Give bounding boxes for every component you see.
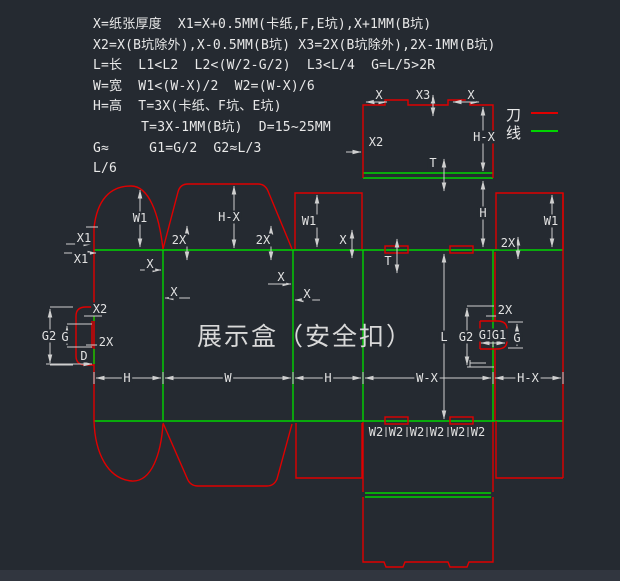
svg-text:W2: W2 [389,425,403,439]
svg-text:X: X [339,233,347,247]
svg-text:H: H [123,371,130,385]
svg-text:2X: 2X [99,335,114,349]
formula-block: X=纸张厚度 X1=X+0.5MM(卡纸,F,E坑),X+1MM(B坑) X2=… [93,17,496,177]
svg-text:W2: W2 [471,425,485,439]
legend-crease-label: 线 [506,124,522,142]
dimension-lines [46,94,564,437]
svg-text:W-X: W-X [416,371,438,385]
svg-text:W2: W2 [430,425,444,439]
svg-text:T: T [384,254,391,268]
svg-text:2X: 2X [172,233,187,247]
svg-text:T: T [429,156,436,170]
svg-text:D: D [80,349,87,363]
svg-text:2X: 2X [256,233,271,247]
svg-text:G2: G2 [459,330,473,344]
svg-text:G1: G1 [479,328,493,342]
svg-text:X: X [375,88,383,102]
svg-text:X: X [467,88,475,102]
svg-text:W: W [224,371,232,385]
svg-text:G1: G1 [492,328,506,342]
knife-line-sample [531,112,558,114]
svg-text:H: H [324,371,331,385]
statusbar [0,570,620,581]
svg-text:H-X: H-X [517,371,539,385]
svg-text:H-X: H-X [218,210,240,224]
drawing-title: 展示盒（安全扣） [197,322,413,351]
svg-text:2X: 2X [501,236,516,250]
svg-text:X: X [170,285,178,299]
svg-text:2X: 2X [498,303,513,317]
knife-lines [75,99,564,568]
svg-text:W1: W1 [133,211,147,225]
svg-text:X: X [146,257,154,271]
svg-text:W2: W2 [451,425,465,439]
svg-text:X2: X2 [369,135,383,149]
svg-text:H-X: H-X [473,130,495,144]
svg-text:W2: W2 [369,425,383,439]
svg-text:W2: W2 [410,425,424,439]
svg-text:G2: G2 [42,329,56,343]
svg-text:G: G [61,330,68,344]
svg-text:X: X [303,287,311,301]
svg-text:L: L [440,330,447,344]
svg-text:X3: X3 [416,88,430,102]
svg-text:H: H [479,206,486,220]
svg-text:X1: X1 [77,231,91,245]
svg-text:X1: X1 [74,252,88,266]
svg-text:W1: W1 [302,214,316,228]
svg-text:X2: X2 [93,302,107,316]
svg-text:G: G [513,331,520,345]
crease-line-sample [531,130,558,132]
legend-knife-label: 刀 [506,106,522,124]
svg-text:W1: W1 [544,214,558,228]
svg-text:X: X [277,270,285,284]
